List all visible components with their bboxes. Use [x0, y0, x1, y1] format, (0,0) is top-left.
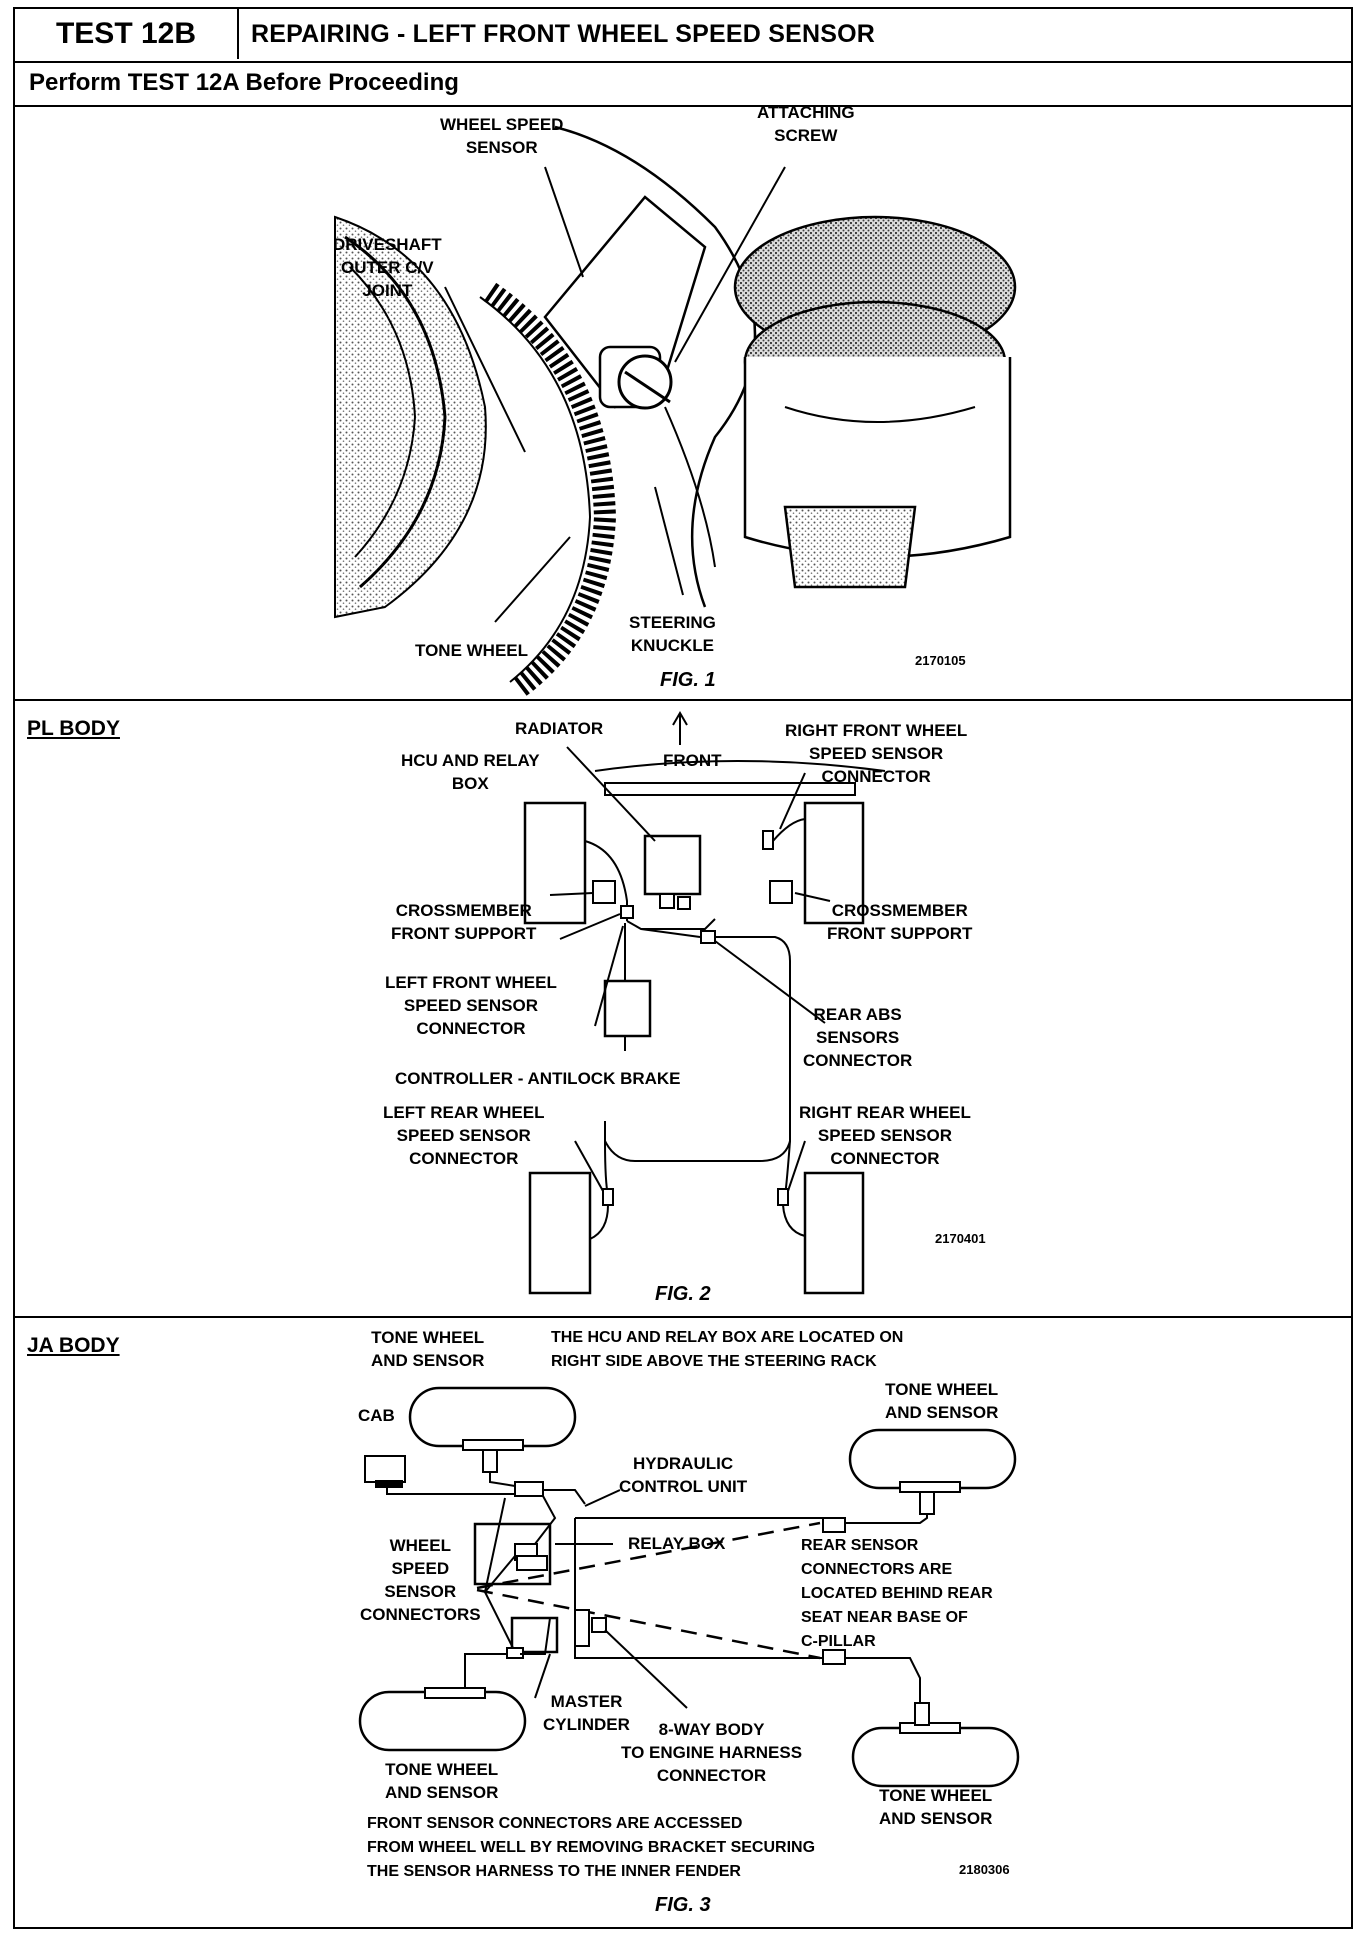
fig1-panel: WHEEL SPEED SENSOR ATTACHING SCREW DRIVE… [15, 103, 1351, 701]
fig2-caption: FIG. 2 [655, 1283, 711, 1305]
label-wheel-speed-sensor-connectors: WHEEL SPEED SENSOR CONNECTORS [360, 1536, 481, 1624]
label-tone-wheel-tl: TONE WHEEL AND SENSOR [371, 1328, 485, 1370]
pl-body-label: PL BODY [27, 717, 120, 740]
fig2-panel: PL BODY [15, 701, 1351, 1318]
fig3-caption: FIG. 3 [655, 1894, 711, 1916]
label-lr-connector: LEFT REAR WHEEL SPEED SENSOR CONNECTOR [383, 1103, 545, 1168]
label-tone-wheel-br: TONE WHEEL AND SENSOR [879, 1786, 993, 1828]
note-rear-sensor-connectors: REAR SENSOR CONNECTORS ARE LOCATED BEHIN… [801, 1537, 993, 1650]
label-tone-wheel-tr: TONE WHEEL AND SENSOR [885, 1380, 999, 1422]
label-controller: CONTROLLER - ANTILOCK BRAKE [395, 1069, 681, 1088]
label-attaching-screw: ATTACHING SCREW [757, 103, 855, 145]
wheel-assembly-illustration [334, 125, 1017, 696]
ja-body-label: JA BODY [27, 1334, 120, 1357]
label-hydraulic-control-unit: HYDRAULIC CONTROL UNIT [619, 1454, 748, 1496]
label-master-cylinder: MASTER CYLINDER [543, 1692, 630, 1734]
label-radiator: RADIATOR [515, 719, 604, 738]
ja-body-wiring-diagram [358, 1386, 1020, 1788]
label-tone-wheel: TONE WHEEL [415, 641, 529, 660]
label-front: FRONT [663, 751, 722, 770]
precondition: Perform TEST 12A Before Proceeding [15, 61, 1351, 107]
label-steering-knuckle: STEERING KNUCKLE [629, 613, 716, 655]
pl-body-wiring-diagram [523, 711, 886, 1295]
note-hcu-location: THE HCU AND RELAY BOX ARE LOCATED ON RIG… [551, 1329, 904, 1370]
fig2-part-number: 2170401 [935, 1231, 986, 1246]
label-relay-box: RELAY BOX [628, 1534, 726, 1553]
header-row: TEST 12B REPAIRING - LEFT FRONT WHEEL SP… [15, 9, 1351, 63]
fig1-caption: FIG. 1 [660, 669, 716, 691]
label-crossmember-right: CROSSMEMBER FRONT SUPPORT [827, 901, 973, 943]
fig1-part-number: 2170105 [915, 653, 966, 668]
test-id: TEST 12B [15, 9, 239, 59]
label-rr-connector: RIGHT REAR WHEEL SPEED SENSOR CONNECTOR [799, 1103, 971, 1168]
label-crossmember-left: CROSSMEMBER FRONT SUPPORT [391, 901, 537, 943]
label-driveshaft: DRIVESHAFT OUTER C/V JOINT [333, 235, 442, 300]
label-hcu-relay-box: HCU AND RELAY BOX [401, 751, 540, 793]
procedure-page: TEST 12B REPAIRING - LEFT FRONT WHEEL SP… [13, 7, 1353, 1929]
test-title: REPAIRING - LEFT FRONT WHEEL SPEED SENSO… [251, 19, 875, 48]
note-front-sensor-connectors: FRONT SENSOR CONNECTORS ARE ACCESSED FRO… [367, 1815, 816, 1880]
label-tone-wheel-bl: TONE WHEEL AND SENSOR [385, 1760, 499, 1802]
fig3-part-number: 2180306 [959, 1862, 1010, 1877]
label-rear-abs-connector: REAR ABS SENSORS CONNECTOR [803, 1005, 913, 1070]
fig3-panel: JA BODY [15, 1318, 1351, 1929]
label-wheel-speed-sensor: WHEEL SPEED SENSOR [440, 115, 564, 157]
label-lf-connector: LEFT FRONT WHEEL SPEED SENSOR CONNECTOR [385, 973, 557, 1038]
label-body-connector: 8-WAY BODY TO ENGINE HARNESS CONNECTOR [621, 1720, 803, 1785]
label-rf-connector: RIGHT FRONT WHEEL SPEED SENSOR CONNECTOR [785, 721, 968, 786]
label-cab: CAB [358, 1406, 395, 1425]
